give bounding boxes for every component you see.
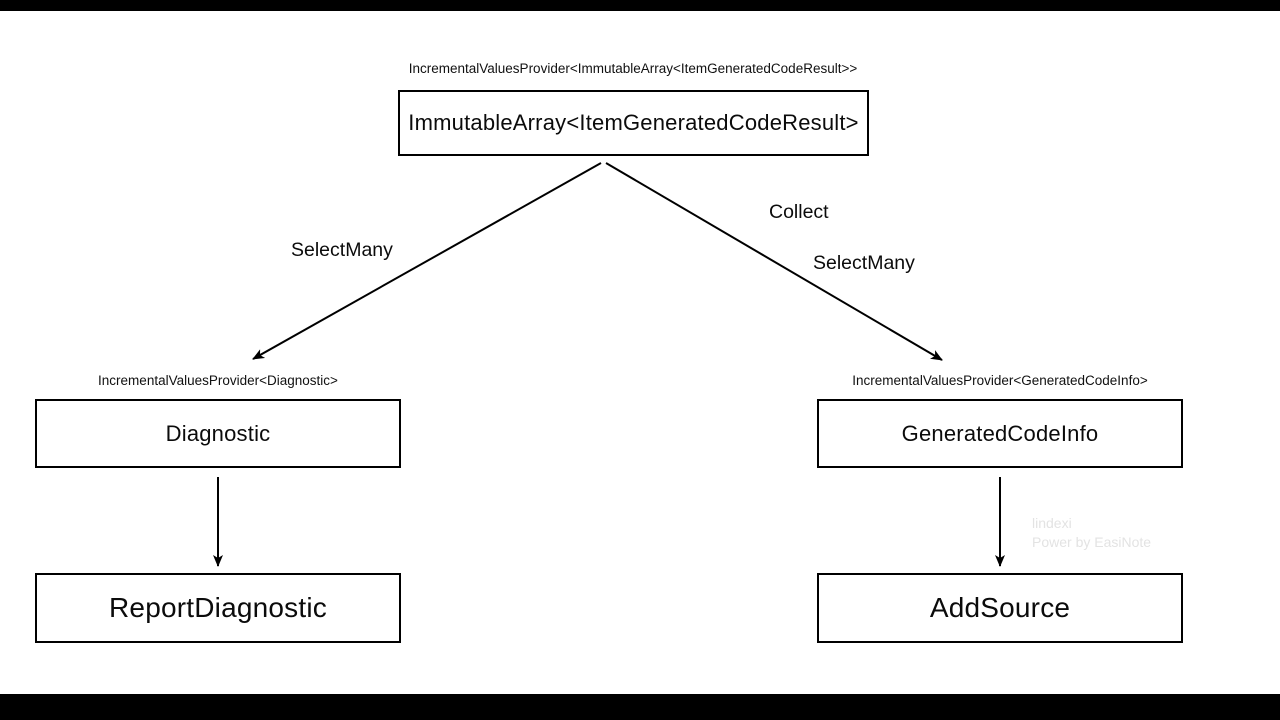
letterbox-top-bar [0,0,1280,11]
left-provider-type-label: IncrementalValuesProvider<Diagnostic> [98,373,338,388]
node-immutable-array-label: ImmutableArray<ItemGeneratedCodeResult> [408,110,859,135]
top-provider-type-label: IncrementalValuesProvider<ImmutableArray… [408,61,858,76]
letterbox-bottom-bar [0,694,1280,720]
right-provider-type-label: IncrementalValuesProvider<GeneratedCodeI… [852,373,1148,388]
watermark-line2: Power by EasiNote [1032,533,1152,550]
edge-label-selectmany-right: SelectMany [813,252,915,274]
node-diagnostic[interactable]: Diagnostic [35,399,401,468]
node-addsource-label: AddSource [929,592,1071,623]
node-immutable-array[interactable]: ImmutableArray<ItemGeneratedCodeResult> [398,90,869,156]
edge-label-selectmany-left: SelectMany [291,239,393,261]
edge-top-to-diagnostic [252,162,602,360]
node-generatedcodeinfo-label: GeneratedCodeInfo [901,420,1099,446]
node-addsource[interactable]: AddSource [817,573,1183,643]
edge-label-collect: Collect [769,201,829,223]
watermark-line1: lindexi [1032,515,1072,531]
node-generatedcodeinfo[interactable]: GeneratedCodeInfo [817,399,1183,468]
node-diagnostic-label: Diagnostic [165,420,271,446]
easinote-watermark: lindexi Power by EasiNote [1032,514,1151,551]
node-reportdiagnostic-label: ReportDiagnostic [109,592,327,623]
edge-top-to-generatedcodeinfo [605,162,943,361]
node-reportdiagnostic[interactable]: ReportDiagnostic [35,573,401,643]
